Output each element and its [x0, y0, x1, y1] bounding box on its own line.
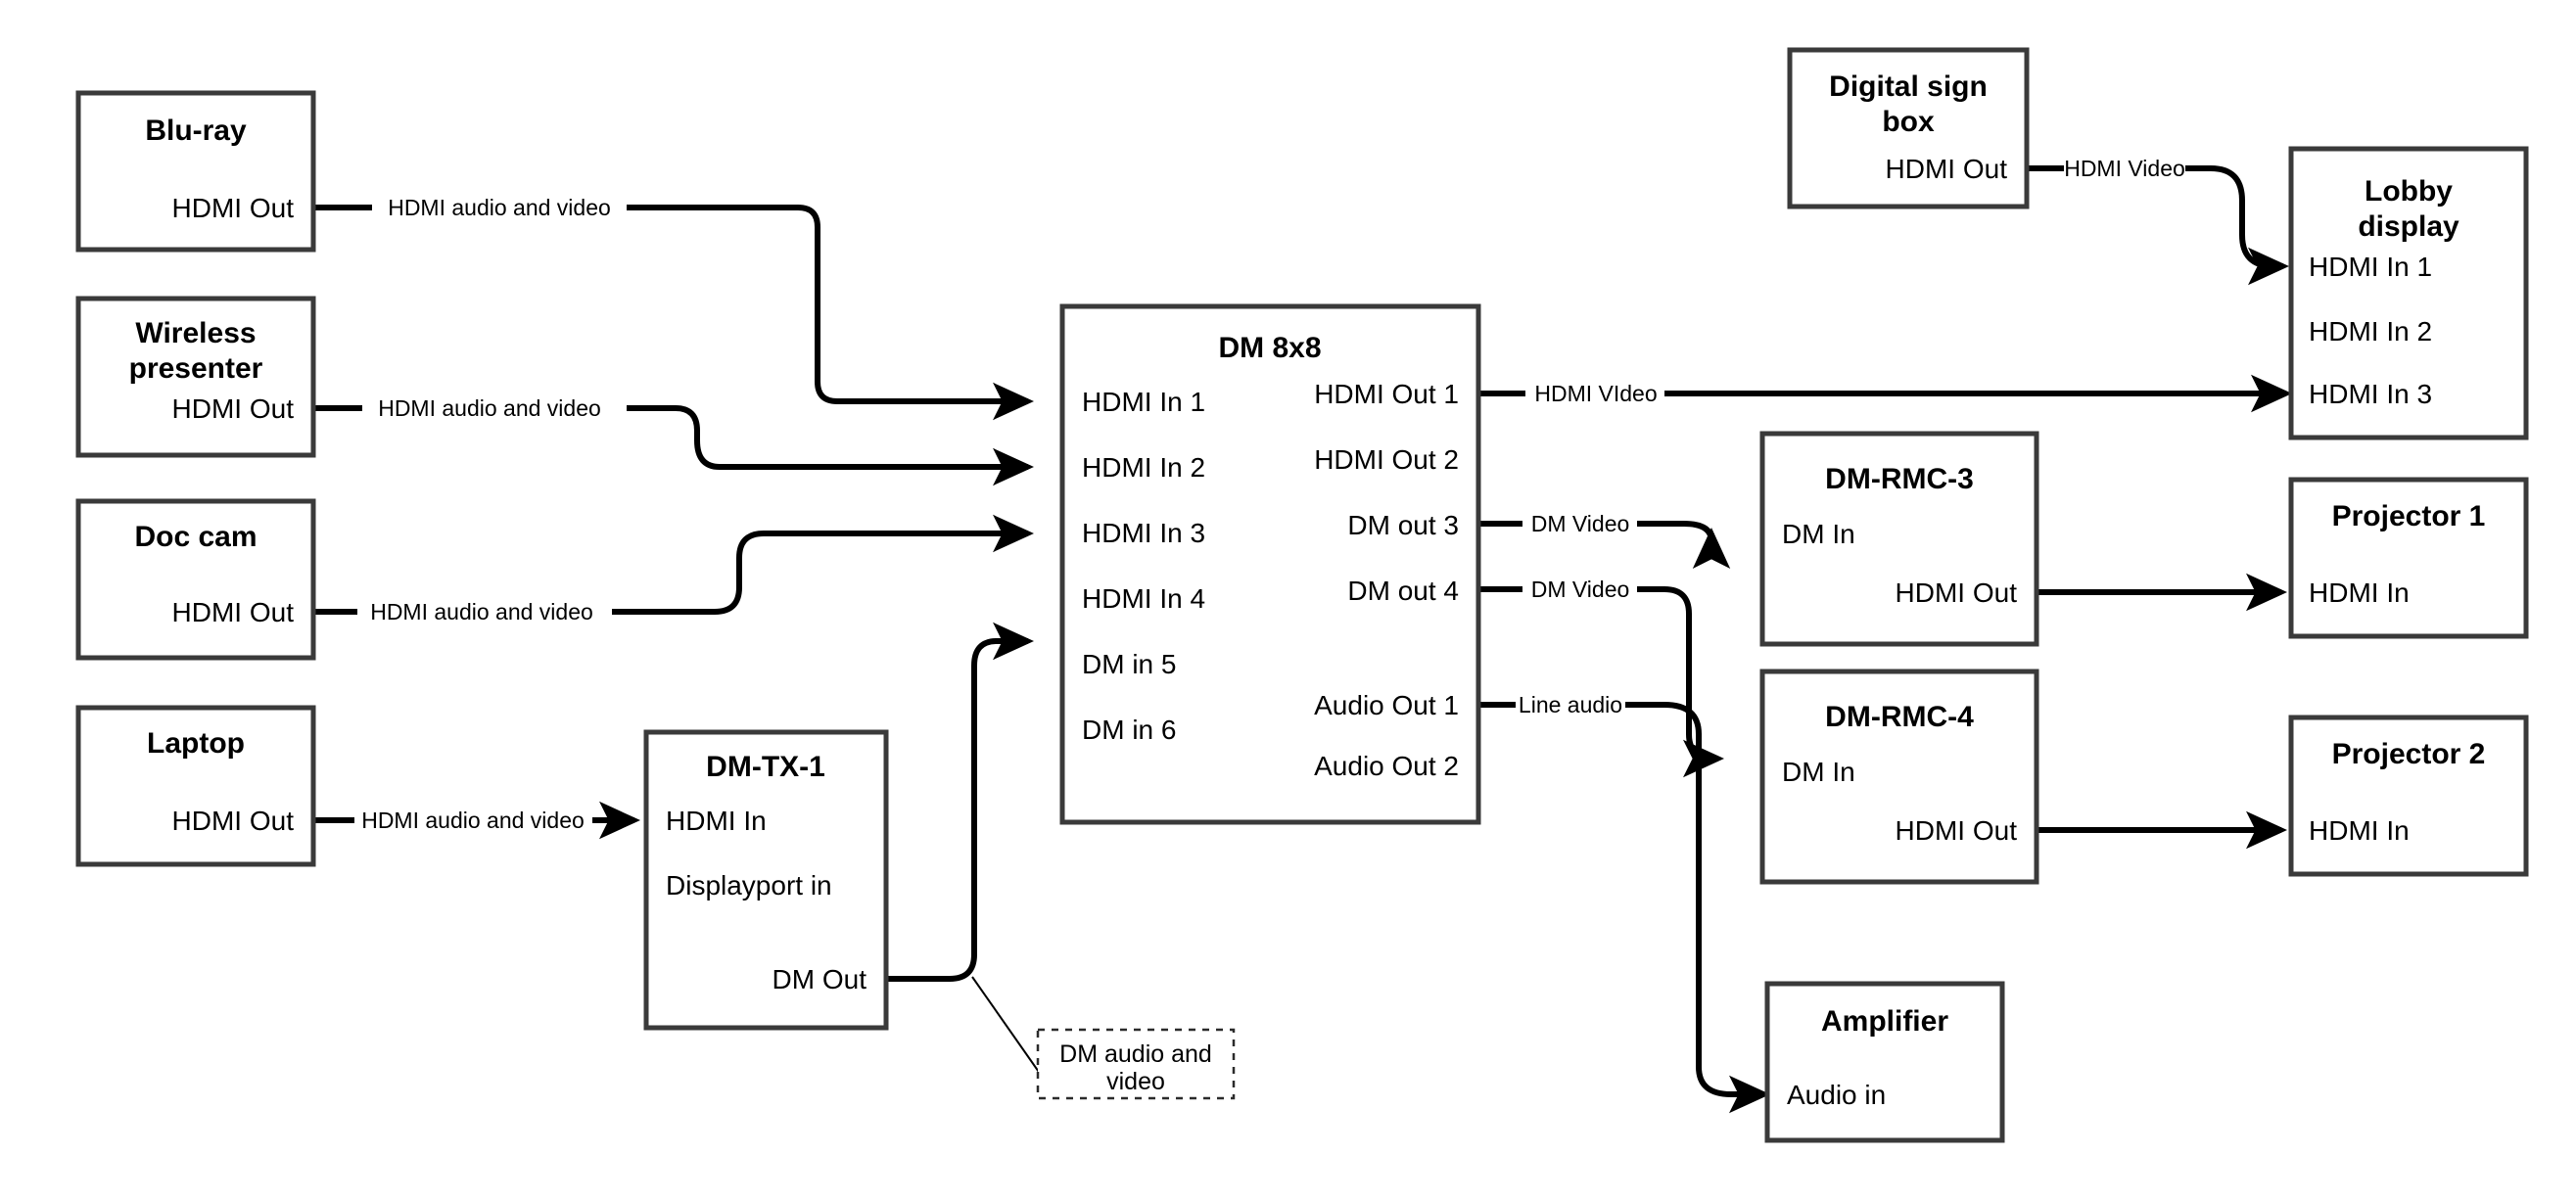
port-dm8x8-hdmi-in-4[interactable]: HDMI In 4	[1082, 583, 1205, 614]
node-projector-2-rect[interactable]	[2288, 715, 2529, 877]
edge-laptop-to-dmtx1: HDMI audio and video	[313, 801, 640, 840]
edge-label-wireless: HDMI audio and video	[378, 395, 601, 421]
node-lobby-display[interactable]: Lobby display HDMI In 1 HDMI In 2 HDMI I…	[2288, 146, 2529, 440]
node-dm-rmc-4[interactable]: DM-RMC-4 DM In HDMI Out	[1759, 669, 2039, 885]
port-doccam-hdmi-out[interactable]: HDMI Out	[172, 597, 295, 627]
node-wireless-presenter[interactable]: Wireless presenter HDMI Out	[75, 296, 316, 458]
port-dmtx1-displayport-in[interactable]: Displayport in	[666, 870, 832, 901]
port-digitalsign-hdmi-out[interactable]: HDMI Out	[1886, 154, 2008, 184]
node-lobby-display-rect[interactable]	[2288, 146, 2529, 440]
port-rmc4-hdmi-out[interactable]: HDMI Out	[1896, 815, 2018, 846]
node-dm-tx-1-rect[interactable]	[643, 729, 889, 1031]
edge-wireless-to-dm8x8: HDMI audio and video	[313, 395, 1034, 486]
node-dm-rmc-3-title: DM-RMC-3	[1825, 463, 1974, 495]
port-lobby-hdmi-in-1[interactable]: HDMI In 1	[2309, 252, 2432, 282]
edge-label-bluray: HDMI audio and video	[388, 195, 611, 220]
port-dmtx1-dm-out[interactable]: DM Out	[773, 964, 867, 994]
node-projector-2-title: Projector 2	[2332, 738, 2486, 770]
edge-label-laptop: HDMI audio and video	[361, 808, 585, 833]
port-dm8x8-hdmi-in-2[interactable]: HDMI In 2	[1082, 452, 1205, 483]
port-amplifier-audio-in[interactable]: Audio in	[1787, 1080, 1886, 1110]
edge-dm8x8-to-rmc4: DM Video	[1476, 577, 1724, 778]
node-projector-1[interactable]: Projector 1 HDMI In	[2288, 477, 2529, 639]
node-doc-cam-rect[interactable]	[75, 498, 316, 661]
port-wireless-hdmi-out[interactable]: HDMI Out	[172, 393, 295, 424]
port-lobby-hdmi-in-3[interactable]: HDMI In 3	[2309, 379, 2432, 409]
node-wireless-presenter-rect[interactable]	[75, 296, 316, 458]
node-dm-rmc-4-title: DM-RMC-4	[1825, 701, 1974, 733]
note-dm-audio-and-video-line2: video	[1106, 1068, 1165, 1095]
port-dm8x8-dm-out-3[interactable]: DM out 3	[1347, 510, 1459, 540]
node-dm-rmc-3[interactable]: DM-RMC-3 DM In HDMI Out	[1759, 431, 2039, 647]
node-lobby-display-title-line2: display	[2358, 210, 2459, 243]
node-digital-sign-box-title-line1: Digital sign	[1829, 70, 1988, 103]
port-dm8x8-audio-out-2[interactable]: Audio Out 2	[1314, 751, 1459, 781]
node-bluray-rect[interactable]	[75, 90, 316, 253]
port-lobby-hdmi-in-2[interactable]: HDMI In 2	[2309, 316, 2432, 346]
node-laptop[interactable]: Laptop HDMI Out	[75, 705, 316, 867]
node-dm-tx-1-title: DM-TX-1	[706, 751, 825, 783]
node-digital-sign-box[interactable]: Digital sign box HDMI Out	[1787, 47, 2030, 209]
edge-dm8x8-to-rmc3: DM Video	[1476, 511, 1731, 569]
node-dm-rmc-3-rect[interactable]	[1759, 431, 2039, 647]
edge-label-dm-video-3: DM Video	[1531, 511, 1630, 536]
node-amplifier-rect[interactable]	[1764, 981, 2005, 1143]
port-dm8x8-hdmi-out-2[interactable]: HDMI Out 2	[1314, 444, 1459, 475]
port-dm8x8-hdmi-out-1[interactable]: HDMI Out 1	[1314, 379, 1459, 409]
edge-dm8x8-to-amplifier: Line audio	[1476, 692, 1770, 1114]
port-dm8x8-audio-out-1[interactable]: Audio Out 1	[1314, 690, 1459, 720]
node-amplifier[interactable]: Amplifier Audio in	[1764, 981, 2005, 1143]
node-projector-2[interactable]: Projector 2 HDMI In	[2288, 715, 2529, 877]
node-dm-8x8-title: DM 8x8	[1218, 332, 1321, 364]
node-bluray-title: Blu-ray	[145, 115, 247, 147]
node-projector-1-rect[interactable]	[2288, 477, 2529, 639]
port-rmc3-hdmi-out[interactable]: HDMI Out	[1896, 577, 2018, 608]
port-laptop-hdmi-out[interactable]: HDMI Out	[172, 806, 295, 836]
node-wireless-presenter-title-line2: presenter	[129, 352, 263, 385]
node-dm-8x8-rect[interactable]	[1059, 303, 1481, 825]
node-dm-tx-1[interactable]: DM-TX-1 HDMI In Displayport in DM Out	[643, 729, 889, 1031]
edge-digitalsign-to-lobby: HDMI Video	[2026, 156, 2289, 286]
note-dm-audio-and-video-rect	[1036, 1028, 1236, 1100]
port-projector1-hdmi-in[interactable]: HDMI In	[2309, 577, 2410, 608]
node-bluray[interactable]: Blu-ray HDMI Out	[75, 90, 316, 253]
edge-dmtx1-to-dm8x8	[886, 622, 1042, 1076]
node-laptop-title: Laptop	[147, 727, 245, 760]
node-amplifier-title: Amplifier	[1821, 1005, 1948, 1038]
node-lobby-display-title-line1: Lobby	[2365, 175, 2453, 208]
node-dm-8x8[interactable]: DM 8x8 HDMI In 1 HDMI In 2 HDMI In 3 HDM…	[1059, 303, 1481, 825]
node-wireless-presenter-title-line1: Wireless	[135, 317, 256, 349]
port-bluray-hdmi-out[interactable]: HDMI Out	[172, 193, 295, 223]
edge-label-line-audio: Line audio	[1519, 692, 1622, 717]
port-projector2-hdmi-in[interactable]: HDMI In	[2309, 815, 2410, 846]
note-dm-audio-and-video-line1: DM audio and	[1059, 1040, 1212, 1068]
port-dm8x8-hdmi-in-3[interactable]: HDMI In 3	[1082, 518, 1205, 548]
edge-dm8x8-to-lobby: HDMI VIdeo	[1476, 374, 2292, 413]
node-doc-cam-title: Doc cam	[134, 521, 257, 553]
node-dm-rmc-4-rect[interactable]	[1759, 669, 2039, 885]
edge-bluray-to-dm8x8: HDMI audio and video	[313, 195, 1034, 421]
port-dmtx1-hdmi-in[interactable]: HDMI In	[666, 806, 767, 836]
port-dm8x8-dm-out-4[interactable]: DM out 4	[1347, 576, 1459, 606]
edge-label-hdmi-video-1: HDMI VIdeo	[1534, 381, 1657, 406]
node-doc-cam[interactable]: Doc cam HDMI Out	[75, 498, 316, 661]
node-digital-sign-box-rect[interactable]	[1787, 47, 2030, 209]
edge-label-hdmi-video-sign: HDMI Video	[2064, 156, 2185, 181]
node-digital-sign-box-title-line2: box	[1882, 106, 1935, 138]
note-dm-audio-and-video: DM audio and video	[1036, 1028, 1236, 1100]
port-rmc4-dm-in[interactable]: DM In	[1782, 757, 1855, 787]
port-dm8x8-dm-in-5[interactable]: DM in 5	[1082, 649, 1176, 679]
edge-label-dm-video-4: DM Video	[1531, 577, 1630, 602]
port-dm8x8-dm-in-6[interactable]: DM in 6	[1082, 715, 1176, 745]
edge-label-doccam: HDMI audio and video	[370, 599, 593, 624]
port-rmc3-dm-in[interactable]: DM In	[1782, 519, 1855, 549]
node-projector-1-title: Projector 1	[2332, 500, 2486, 532]
edge-doccam-to-dm8x8: HDMI audio and video	[313, 514, 1034, 624]
node-laptop-rect[interactable]	[75, 705, 316, 867]
port-dm8x8-hdmi-in-1[interactable]: HDMI In 1	[1082, 387, 1205, 417]
